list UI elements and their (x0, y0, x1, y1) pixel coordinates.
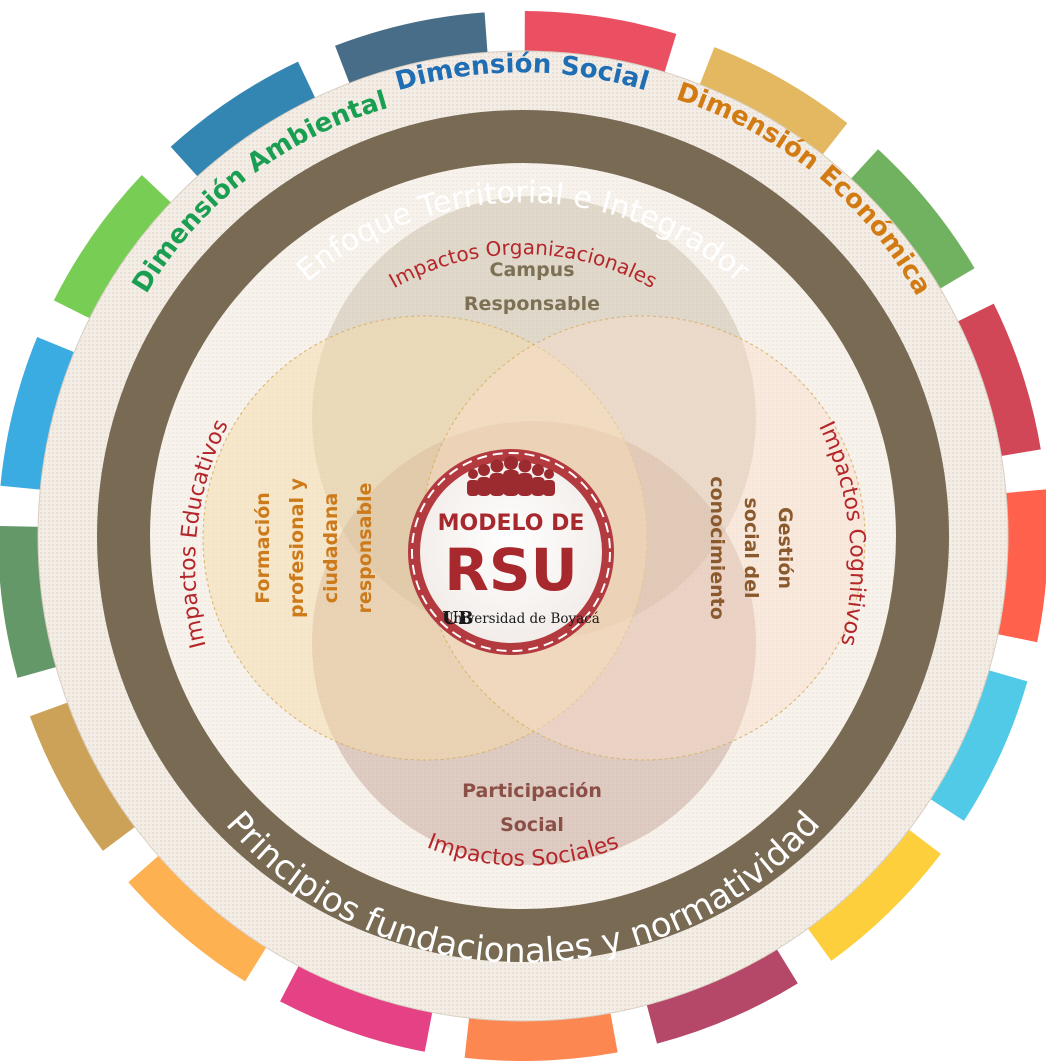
sdg-segment (53, 174, 184, 326)
center-acronym: RSU (444, 536, 578, 604)
center-badge-inner (420, 461, 602, 643)
institution-logo-mark: UB (443, 608, 474, 629)
center-badge: MODELO DE RSU UB Universidad de Boyacá (408, 449, 614, 655)
sdg-segment (693, 47, 848, 168)
sdg-segment (916, 665, 1028, 821)
gestion-line: social del (740, 497, 762, 598)
gestion-line: conocimiento (706, 476, 728, 620)
formacion-line: profesional y (286, 477, 308, 618)
sdg-segment (797, 819, 941, 961)
gestion-label: Gestión social del conocimiento (706, 476, 796, 620)
participacion-label-line2: Social (500, 814, 564, 836)
institution-logo: UB Universidad de Boyacá (442, 608, 600, 629)
sdg-segment (642, 934, 798, 1044)
sdg-segment (128, 844, 276, 982)
sdg-segment (170, 61, 323, 190)
sdg-segment (29, 696, 149, 851)
formacion-line: responsable (354, 483, 376, 614)
gestion-line: Gestión (774, 507, 796, 589)
sdg-segment (839, 149, 975, 298)
center-title: MODELO DE (438, 511, 585, 536)
campus-label-line1: Campus (490, 259, 575, 281)
participacion-label-line1: Participación (462, 780, 602, 802)
outer-ring-border (37, 50, 1009, 1022)
formacion-line: Formación (252, 492, 274, 604)
campus-label-line2: Responsable (464, 293, 600, 315)
center-badge-border (411, 452, 611, 652)
institution-name: Universidad de Boyacá (442, 611, 600, 627)
people-icon (467, 456, 555, 496)
formacion-label: Formación profesional y ciudadana respon… (252, 477, 376, 618)
formacion-line: ciudadana (320, 493, 342, 604)
